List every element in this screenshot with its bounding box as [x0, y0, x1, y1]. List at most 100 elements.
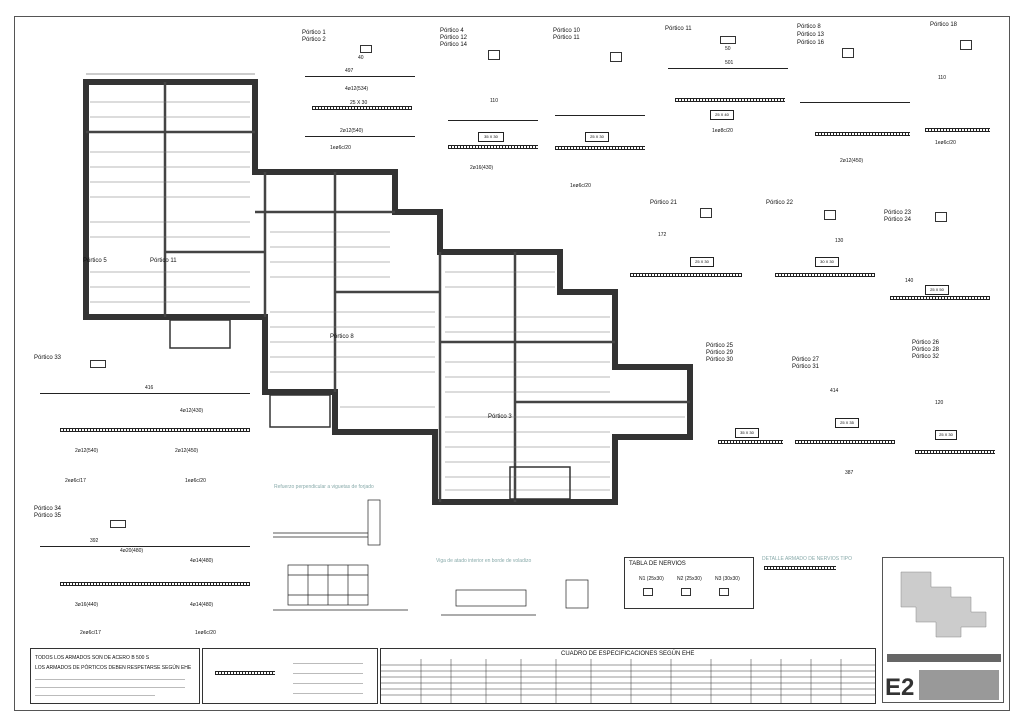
- table-title: CUADRO DE ESPECIFICACIONES SEGÚN EHE: [561, 651, 695, 657]
- stirrup-label: 2eø6c/17: [65, 478, 86, 484]
- redacted-block: [919, 670, 999, 700]
- title-block: E2: [882, 557, 1004, 703]
- location-plan: [900, 571, 987, 638]
- section-label: 35 X 30: [735, 428, 759, 438]
- portico-label: Pórtico 14: [440, 42, 468, 48]
- column-symbol: [960, 40, 972, 50]
- portico-label: Pórtico 27: [792, 357, 820, 363]
- span-label: 140: [905, 278, 914, 284]
- general-note: LOS ARMADOS DE PÓRTICOS DEBEN RESPETARSE…: [35, 665, 192, 671]
- detail-drawing: [441, 579, 589, 616]
- bar-label: 3ø16(440): [75, 602, 99, 608]
- portico-label: Pórtico 1: [302, 30, 326, 36]
- dim-line: [668, 68, 788, 69]
- text-line: [35, 687, 185, 688]
- dim-line: [305, 136, 415, 137]
- span-label: 130: [835, 238, 844, 244]
- specifications-table: CUADRO DE ESPECIFICACIONES SEGÚN EHE: [380, 648, 876, 704]
- span-label: 414: [830, 388, 839, 394]
- portico-label: Pórtico 23: [884, 210, 912, 216]
- beam-elevation: [555, 146, 645, 150]
- section-symbol: [681, 588, 691, 596]
- bar-label: 4ø12(430): [180, 408, 204, 414]
- nervio-item: N1 (25x30): [639, 576, 664, 582]
- column-symbol: [700, 208, 712, 218]
- beam-elevation: [925, 128, 990, 132]
- beam-elevation: [890, 296, 990, 300]
- dim-line: [800, 102, 910, 103]
- span-label: 501: [725, 60, 734, 66]
- stirrup-label: 1eø8c/20: [712, 128, 733, 134]
- note-heading: DETALLE ARMADO DE NERVIOS TIPO: [762, 556, 853, 562]
- stirrup-label: 1eø6c/20: [570, 183, 591, 189]
- portico-label: Pórtico 32: [912, 354, 940, 360]
- section-symbol: [643, 588, 653, 596]
- beam-elevation: [60, 582, 250, 586]
- nervios-table: TABLA DE NERVIOS N1 (25x30) N2 (25x30) N…: [624, 557, 754, 609]
- notes-box: TODOS LOS ARMADOS SON DE ACERO B 500 S L…: [30, 648, 200, 704]
- section-label: 35 X 30: [478, 132, 504, 142]
- dim-line: [305, 76, 415, 77]
- section-label: 25 X 30: [585, 132, 609, 142]
- text-line: [293, 693, 363, 694]
- beam-elevation: [815, 132, 910, 136]
- column-symbol: [935, 212, 947, 222]
- portico-label: Pórtico 18: [930, 22, 958, 28]
- column-symbol: [360, 45, 372, 53]
- forjado-section-box: [202, 648, 378, 704]
- text-line: [293, 663, 363, 664]
- dim-line: [555, 115, 645, 116]
- column-symbol: [610, 52, 622, 62]
- portico-label: Pórtico 29: [706, 350, 734, 356]
- span-label: 120: [935, 400, 944, 406]
- portico-label: Pórtico 12: [440, 35, 468, 41]
- portico-label: Pórtico 4: [440, 28, 464, 34]
- floor-plan: [83, 73, 693, 505]
- bar-label: 2ø12(450): [175, 448, 199, 454]
- sheet-frame: [14, 16, 1010, 711]
- forjado-section: [215, 671, 275, 675]
- general-note: TODOS LOS ARMADOS SON DE ACERO B 500 S: [35, 655, 150, 661]
- table-grid: [381, 659, 875, 703]
- stirrup-label: 2eø6c/17: [80, 630, 101, 636]
- redacted-text: [887, 654, 1001, 662]
- beam-elevation: [775, 273, 875, 277]
- portico-label: Pórtico 35: [34, 513, 62, 519]
- portico-label: Pórtico 11: [150, 258, 177, 264]
- portico-label: Pórtico 8: [797, 24, 821, 30]
- column-symbol: [824, 210, 836, 220]
- span-label: 387: [845, 470, 854, 476]
- portico-label: Pórtico 13: [797, 32, 825, 38]
- section-label: 25 X 30: [690, 257, 714, 267]
- beam-elevation: [795, 440, 895, 444]
- column-symbol: [110, 520, 126, 528]
- section-label: 25 X 30: [350, 100, 368, 106]
- portico-label: Pórtico 30: [706, 357, 734, 363]
- plan-code: E2: [885, 674, 915, 701]
- text-line: [293, 683, 363, 684]
- portico-label: Pórtico 8: [330, 334, 354, 340]
- beam-elevation: [718, 440, 783, 444]
- nervio-item: N2 (25x30): [677, 576, 702, 582]
- column-symbol: [842, 48, 854, 58]
- bar-label: 2ø12(540): [75, 448, 99, 454]
- section-label: 25 X 40: [710, 110, 734, 120]
- portico-label: Pórtico 22: [766, 200, 794, 206]
- portico-label: Pórtico 33: [34, 355, 62, 361]
- note-heading: Viga de atado interior en borde de volad…: [436, 558, 532, 564]
- portico-label: Pórtico 28: [912, 347, 940, 353]
- nervio-detail: [764, 566, 836, 570]
- portico-label: Pórtico 11: [665, 26, 692, 32]
- span-label: 497: [345, 68, 354, 74]
- bar-label: 2ø16(430): [470, 165, 494, 171]
- beam-elevation: [915, 450, 995, 454]
- bar-label: 4ø20(480): [120, 548, 144, 554]
- column-symbol: [488, 50, 500, 60]
- text-line: [293, 673, 363, 674]
- portico-label: Pórtico 34: [34, 506, 62, 512]
- beam-elevation: [675, 98, 785, 102]
- span-label: 110: [490, 98, 498, 104]
- stirrup-label: 1eø6c/20: [185, 478, 206, 484]
- beam-elevation: [630, 273, 742, 277]
